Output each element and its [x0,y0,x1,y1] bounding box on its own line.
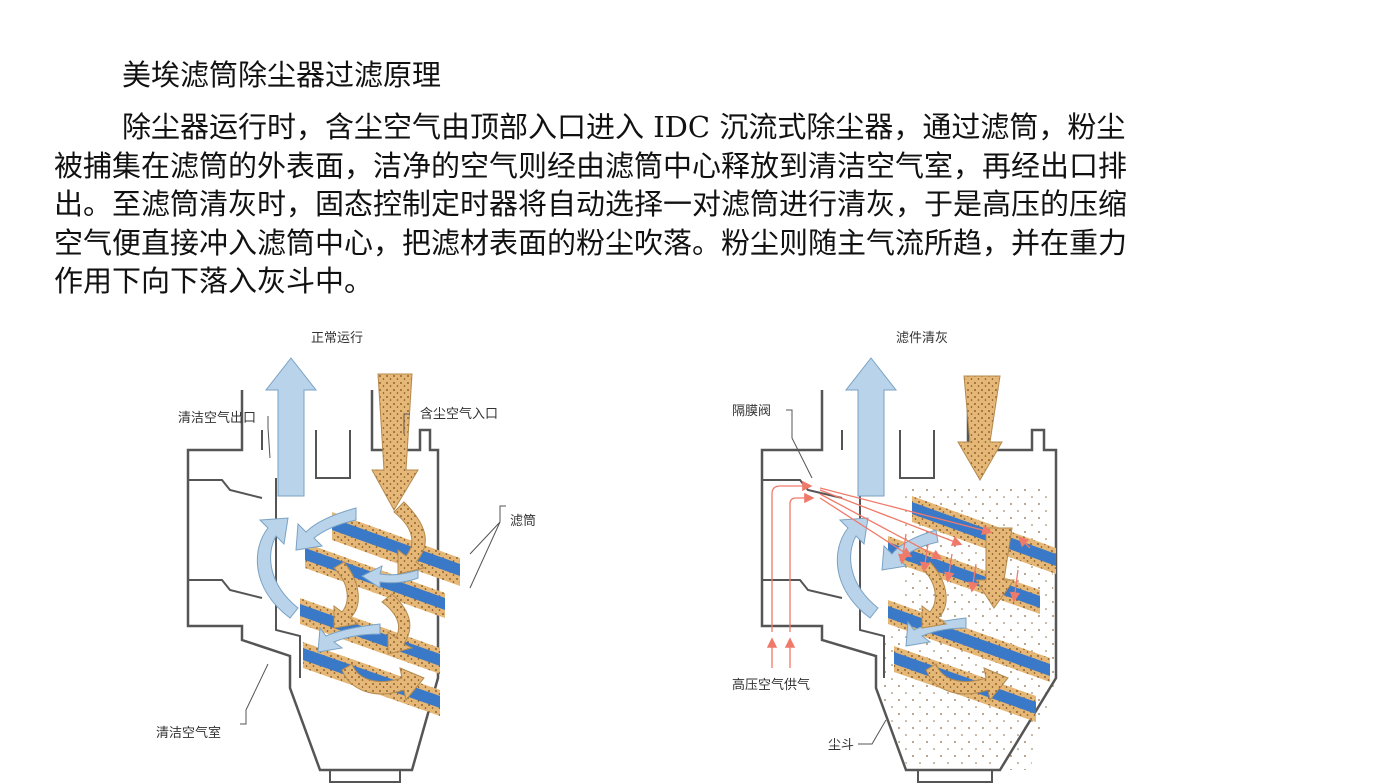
paragraph-line: 空气便直接冲入滤筒中心，把滤材表面的粉尘吹落。粉尘则随主气流所趋，并在重力 [54,225,1128,260]
paragraph-line: 除尘器运行时，含尘空气由顶部入口进入 IDC 沉流式除尘器，通过滤筒，粉尘 [122,110,1126,144]
clean-air-outlet-arrow [844,357,898,497]
dust-curve-arrow [341,663,425,702]
label-leader [267,416,271,459]
dust-curve-arrow [381,593,414,655]
clean-air-curve-arrow [256,517,299,619]
clean-chamber-label: 清洁空气室 [156,725,221,741]
label-leader [240,663,269,725]
dust-curve-arrow [393,501,426,575]
label-leader [786,409,813,479]
label-leader [403,413,410,434]
normal-operation-diagram: 正常运行 [156,331,536,783]
description-paragraph: 除尘器运行时，含尘空气由顶部入口进入 IDC 沉流式除尘器，通过滤筒，粉尘 被捕… [54,108,1264,301]
hopper-label: 尘斗 [828,738,854,753]
label-leader [469,505,506,589]
air-supply-label: 高压空气供气 [732,677,810,693]
paragraph-line: 出。至滤筒清灰时，固态控制定时器将自动选择一对滤筒进行清灰，于是高压的压缩 [54,187,1128,221]
valve-label: 隔膜阀 [732,404,771,419]
diagram-svg: 正常运行 [156,331,1058,783]
filter-cartridge [332,518,460,576]
clean-air-outlet-arrow [264,357,318,497]
filter-label: 滤筒 [510,513,536,529]
dust-fall-arrow [975,527,1015,609]
paragraph-line: 作用下向下落入灰斗中。 [54,264,374,298]
label-leader [858,719,887,745]
clean-air-curve-arrow [361,565,419,589]
hopper-base [329,770,401,783]
inner-wall [261,430,351,678]
principle-diagrams: 正常运行 [0,318,1391,783]
dust-curve-arrow [921,561,948,629]
dust-curve-arrow [925,663,1009,702]
clean-air-curve-arrow [905,617,967,647]
hopper-base [917,770,993,783]
clean-air-curve-arrow [317,623,381,653]
inner-wall [841,430,935,678]
housing-outline [760,390,1058,772]
clean-air-curve-arrow [836,517,879,619]
inlet-label: 含尘空气入口 [420,406,498,422]
dusty-air-inlet-arrow [957,375,1003,481]
right-caption: 滤件清灰 [896,331,948,346]
dust-curve-arrow [333,561,360,629]
housing-outline [186,390,440,772]
filter-cleaning-diagram: 滤件清灰 [732,331,1058,783]
outlet-label: 清洁空气出口 [178,410,256,426]
pulse-jets [771,480,1031,632]
outlet-pipe [188,479,263,599]
page-title: 美埃滤筒除尘器过滤原理 [122,58,442,92]
dusty-air-inlet-arrow [371,373,419,512]
clean-air-curve-arrow [295,507,357,551]
left-caption: 正常运行 [311,331,363,346]
paragraph-line: 被捕集在滤筒的外表面，洁净的空气则经由滤筒中心释放到清洁空气室，再经出口排 [54,148,1128,183]
